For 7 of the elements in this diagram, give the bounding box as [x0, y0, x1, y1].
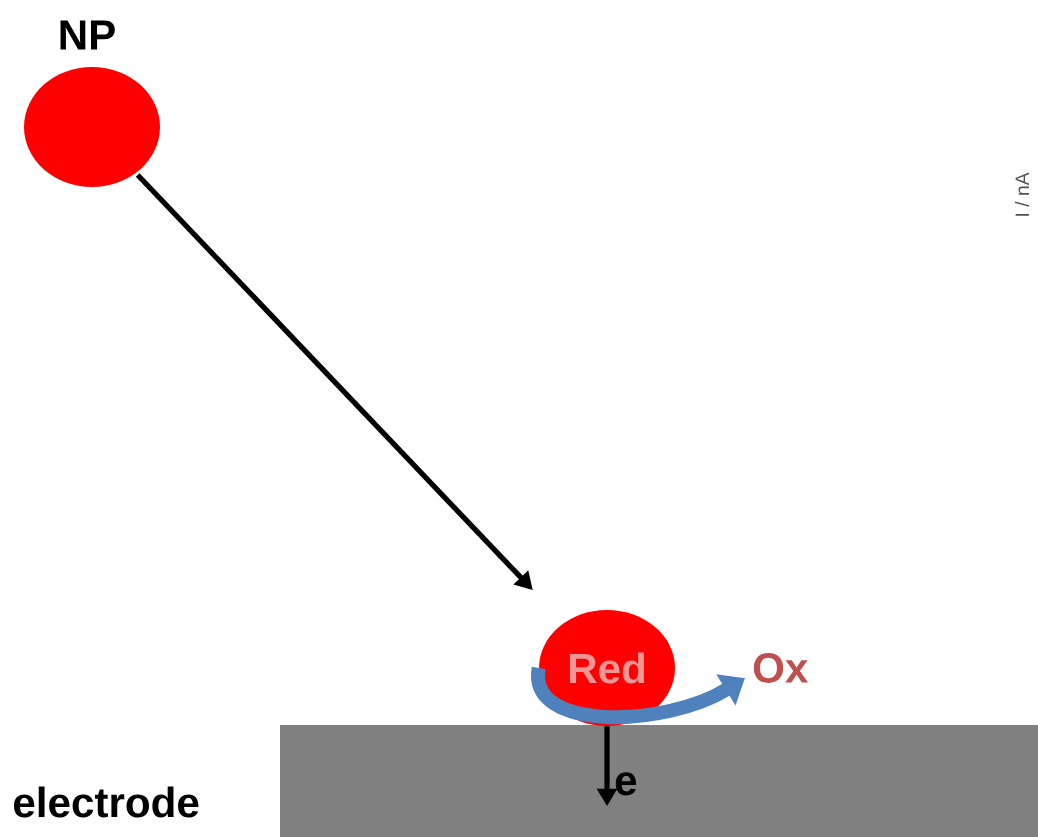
- node-label: NP: [60, 20, 115, 50]
- axis-label: I / nA: [1014, 172, 1030, 216]
- species-label: Ox: [753, 653, 809, 683]
- node-label: electrode: [14, 786, 199, 818]
- particle: Red: [539, 610, 675, 726]
- edge-label: e: [615, 772, 637, 796]
- particle: NP: [24, 20, 160, 187]
